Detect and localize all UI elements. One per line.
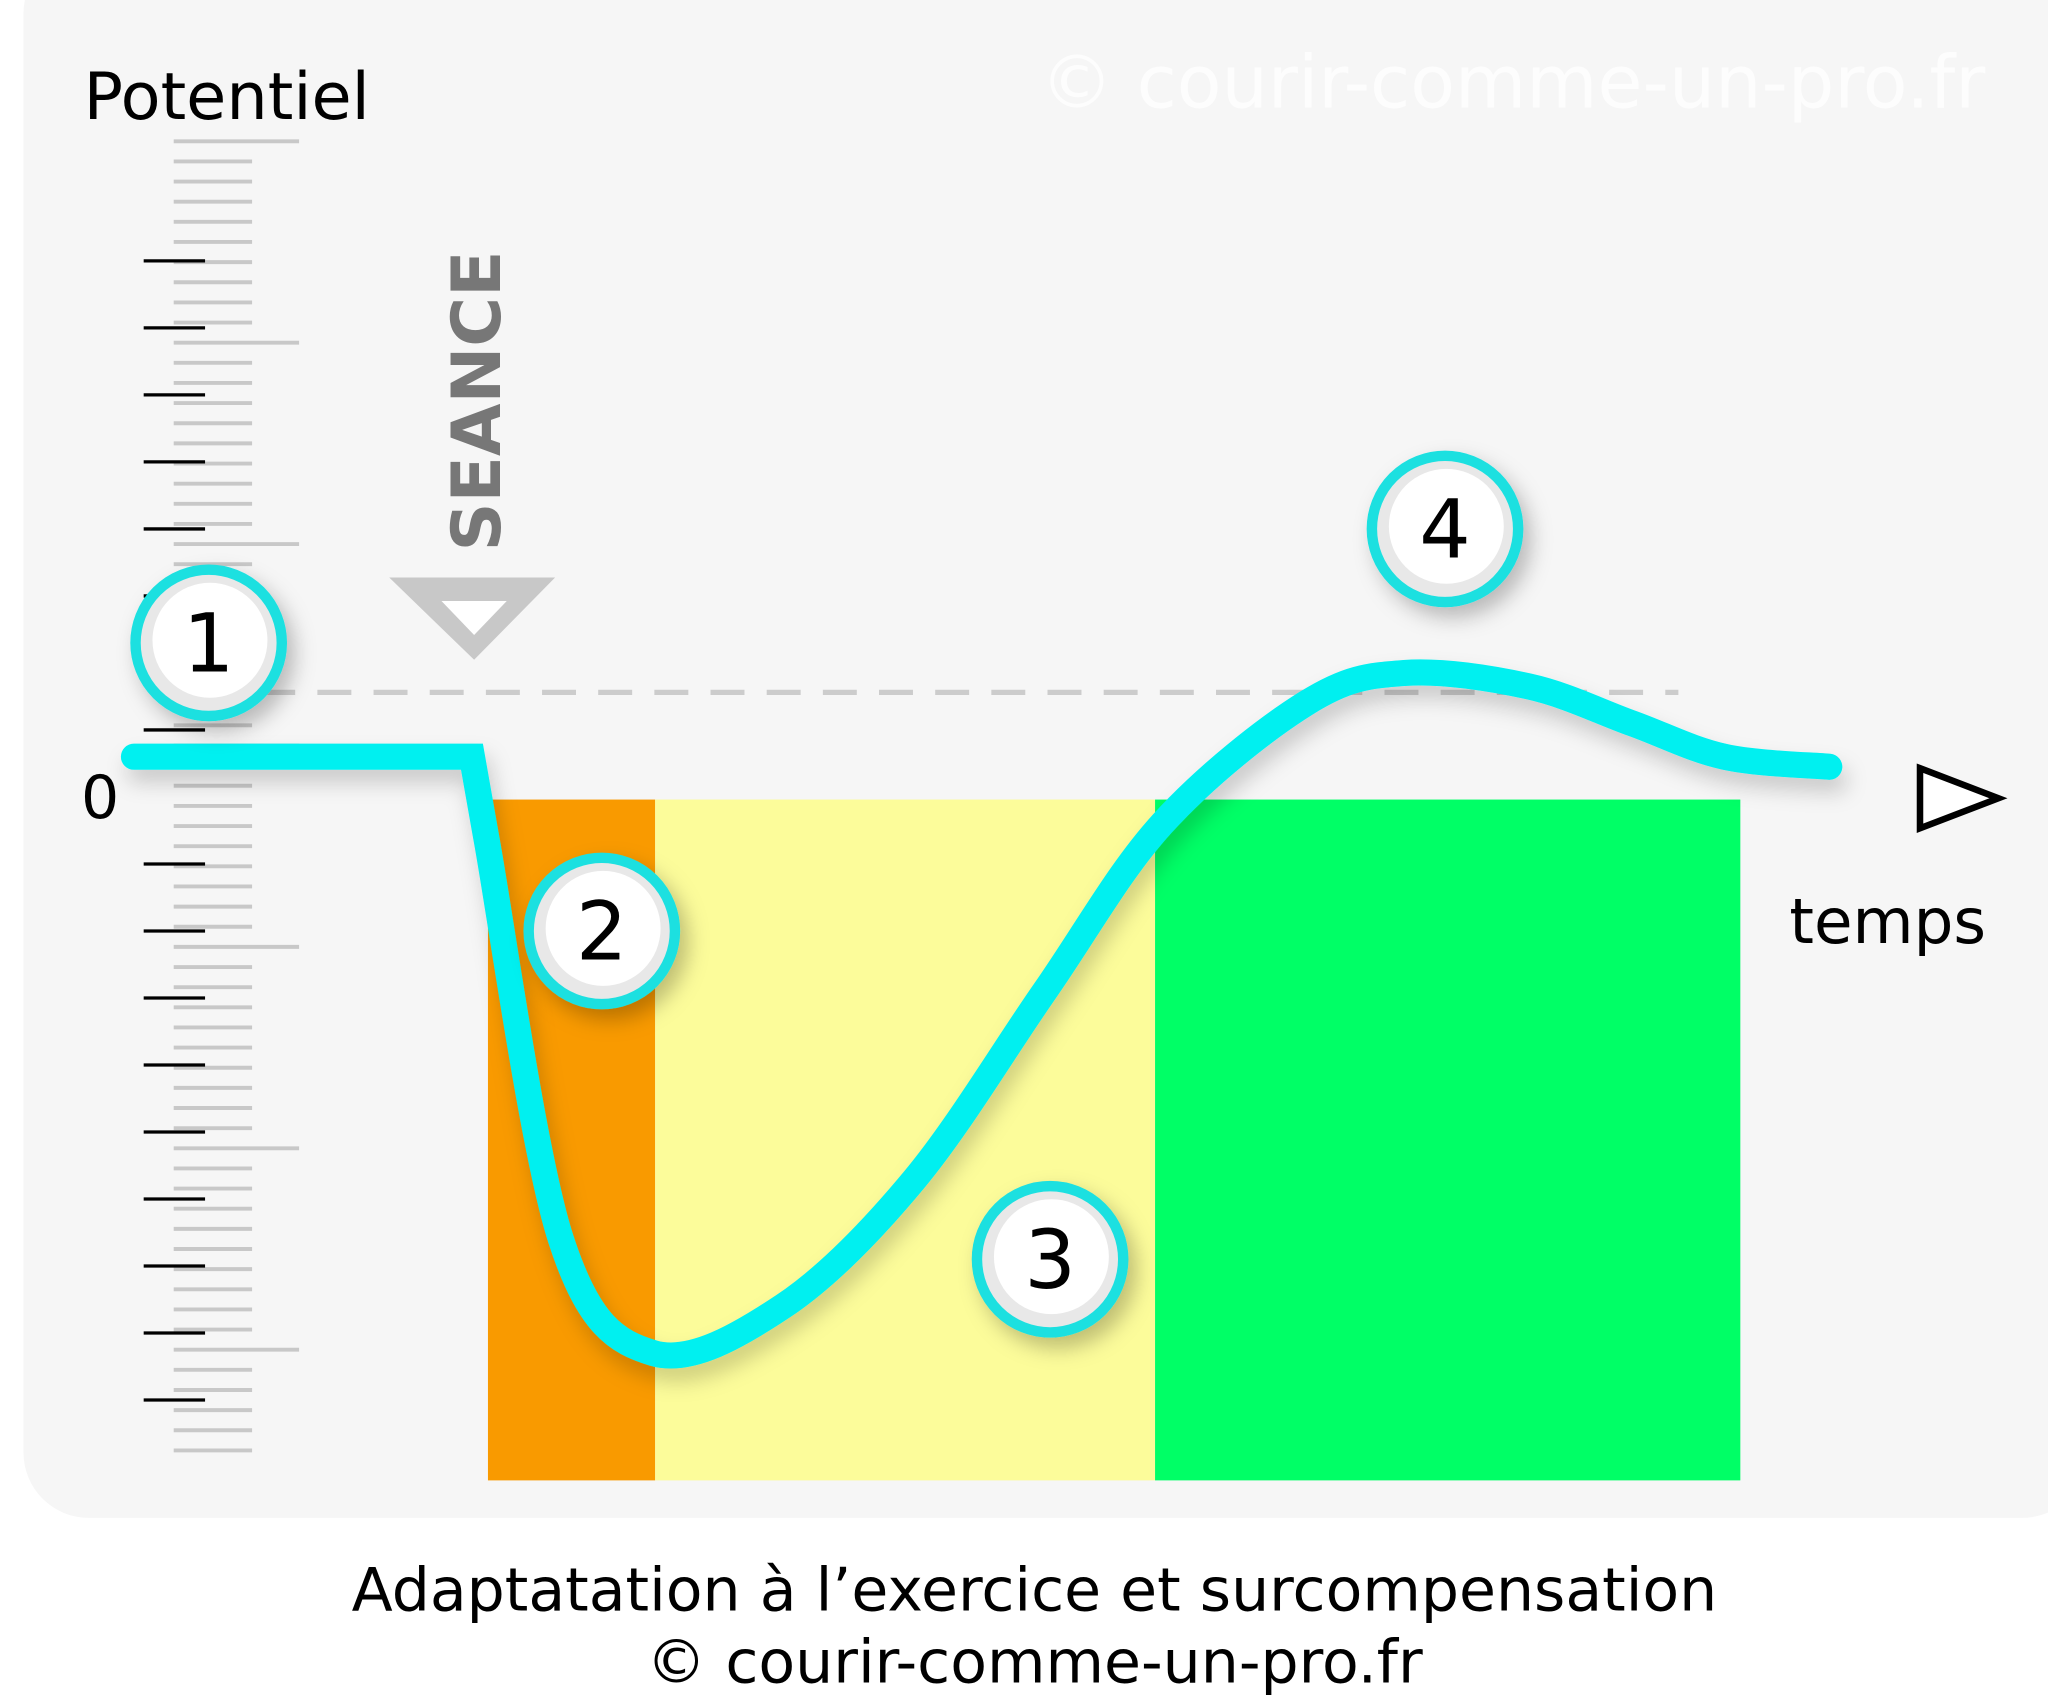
marker-1: 1 (130, 564, 288, 722)
marker-label: 2 (576, 886, 628, 980)
marker-inner (152, 582, 268, 698)
seance-marker: SEANCE (389, 250, 556, 660)
x-axis-arrow-icon (1916, 763, 2008, 834)
x-axis-label: temps (1789, 885, 1986, 958)
zone-recuperation (655, 799, 1156, 1481)
series-line-potentiel (120, 659, 1843, 1369)
markers: 1 2 3 4 (130, 450, 1524, 1338)
zone-surcompensation (1155, 799, 1741, 1481)
marker-inner (545, 870, 661, 986)
marker-inner (1388, 468, 1504, 584)
marker-label: 3 (1024, 1214, 1076, 1308)
marker-label: 1 (183, 598, 235, 692)
y-axis-label: Potentiel (84, 59, 370, 135)
watermark: © courir-comme-un-pro.fr (1040, 40, 1986, 125)
seance-label: SEANCE (438, 250, 517, 551)
marker-label: 4 (1419, 484, 1471, 578)
marker-inner (993, 1199, 1109, 1315)
marker-3: 3 (971, 1180, 1129, 1338)
chart-subtitle: © courir-comme-un-pro.fr (646, 1628, 1423, 1698)
marker-2: 2 (523, 852, 681, 1010)
chart-title: Adaptatation à l’exercice et surcompensa… (352, 1556, 1718, 1626)
seance-triangle-inner (441, 601, 507, 635)
zones (487, 799, 1741, 1481)
marker-4: 4 (1366, 450, 1524, 608)
zero-label: 0 (81, 763, 119, 833)
